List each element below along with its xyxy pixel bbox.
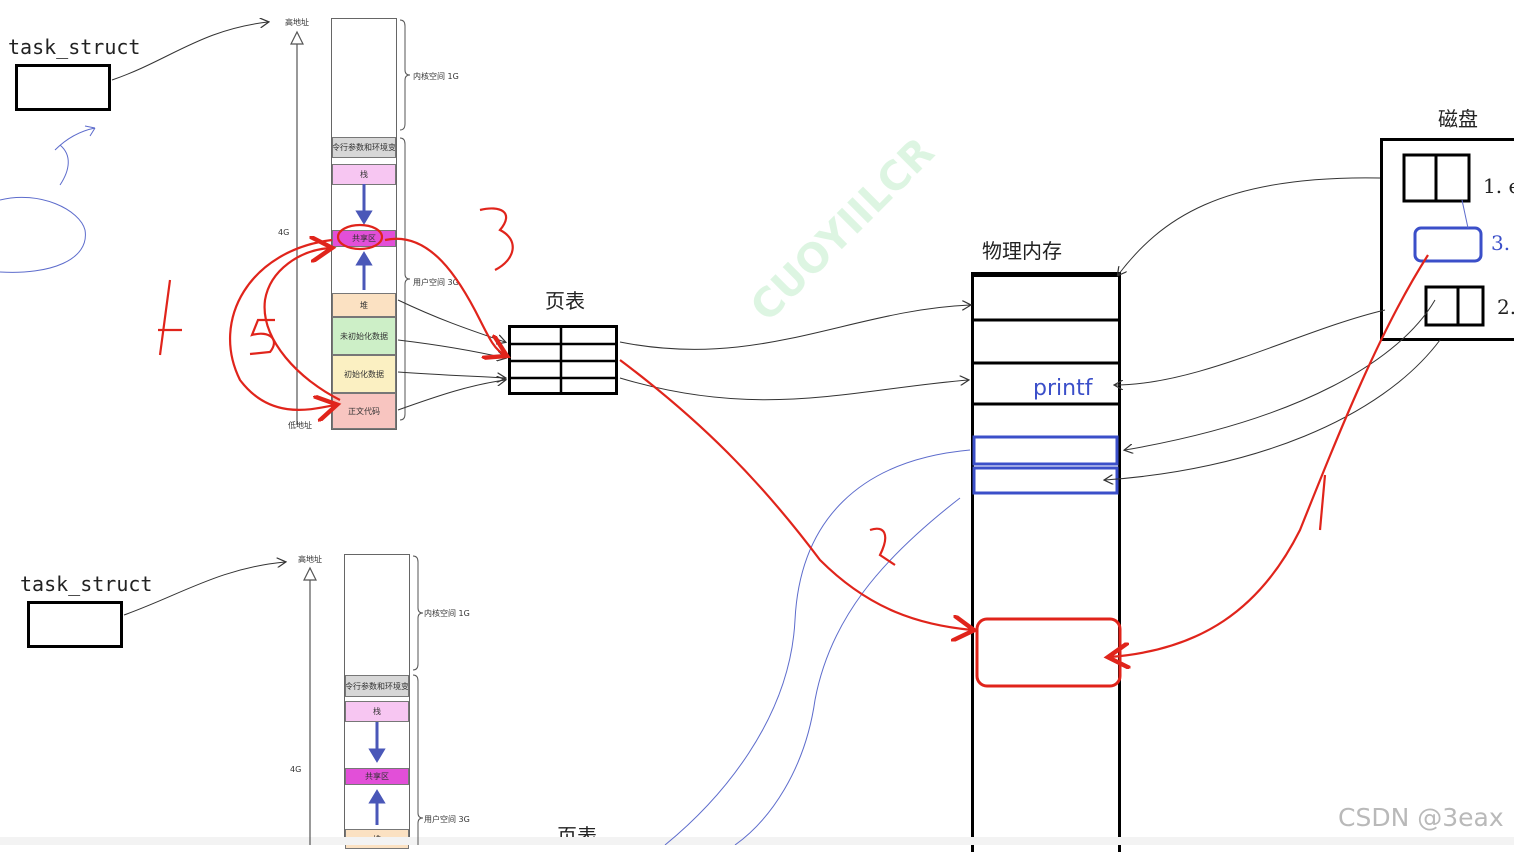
memory-block-red[interactable] xyxy=(975,617,1122,688)
high-address-label-upper: 高地址 xyxy=(285,18,309,27)
brace-kernel-upper xyxy=(399,19,411,131)
disk-file-1[interactable] xyxy=(1402,153,1471,203)
memory-block-blue-1[interactable] xyxy=(972,435,1119,466)
red-annotations xyxy=(158,207,1429,657)
segment-env-lower: 命令行参数和环境变量 xyxy=(345,675,409,697)
brace-user-upper xyxy=(399,137,411,421)
segment-data-upper: 初始化数据 xyxy=(332,355,396,393)
brace-user-lower xyxy=(412,674,424,845)
connector-lines xyxy=(111,22,1441,616)
user-space-label-upper: 用户空间 3G xyxy=(413,278,459,287)
4g-label-upper: 4G xyxy=(278,228,290,237)
heap-growth-arrow-lower xyxy=(368,789,386,825)
page-table-grid xyxy=(509,326,617,394)
kernel-space-label-lower: 内核空间 1G xyxy=(424,609,470,618)
disk-item-2-label: 2. xyxy=(1497,295,1514,319)
printf-label: printf xyxy=(1033,376,1093,401)
address-axis-lower xyxy=(303,566,317,845)
brace-kernel-lower xyxy=(412,555,424,671)
csdn-watermark: CSDN @3eax xyxy=(1338,803,1504,832)
physical-memory-rows xyxy=(972,318,1120,406)
segment-env-upper: 命令行参数和环境变量 xyxy=(332,137,396,158)
high-address-label-lower: 高地址 xyxy=(298,555,322,564)
4g-label-lower: 4G xyxy=(290,765,302,774)
stack-growth-arrow-lower xyxy=(368,722,386,763)
task-struct-box-lower[interactable] xyxy=(27,601,123,648)
memory-block-blue-2[interactable] xyxy=(972,466,1119,495)
user-space-label-lower: 用户空间 3G xyxy=(424,815,470,824)
disk-box[interactable] xyxy=(1380,138,1514,341)
page-table-label: 页表 xyxy=(545,289,585,313)
blue-connector-lines xyxy=(0,125,1469,845)
address-space-column-upper: 命令行参数和环境变量 栈 共享区 堆 未初始化数据 初始化数据 正文代码 xyxy=(331,18,397,430)
stack-growth-arrow-upper xyxy=(355,184,373,225)
disk-item-1-label: 1. e xyxy=(1483,174,1514,198)
task-struct-label-upper: task_struct xyxy=(8,35,141,59)
physical-memory-column xyxy=(971,272,1121,852)
task-struct-label-lower: task_struct xyxy=(20,572,153,596)
segment-text-upper: 正文代码 xyxy=(332,393,396,429)
segment-stack-lower: 栈 xyxy=(345,701,409,722)
task-struct-box-upper[interactable] xyxy=(15,64,111,111)
segment-heap-upper: 堆 xyxy=(332,293,396,317)
disk-label: 磁盘 xyxy=(1438,107,1478,131)
disk-file-3[interactable] xyxy=(1413,226,1483,263)
low-address-label-upper: 低地址 xyxy=(288,421,312,430)
physical-memory-label: 物理内存 xyxy=(982,239,1062,263)
disk-item-3-label: 3. xyxy=(1491,231,1511,255)
kernel-space-label-upper: 内核空间 1G xyxy=(413,72,459,81)
bottom-bar xyxy=(0,837,1514,845)
disk-file-2[interactable] xyxy=(1424,285,1485,327)
segment-shared-lower: 共享区 xyxy=(345,768,409,785)
address-axis-upper xyxy=(290,30,304,425)
segment-bss-upper: 未初始化数据 xyxy=(332,317,396,355)
heap-growth-arrow-upper xyxy=(355,251,373,290)
